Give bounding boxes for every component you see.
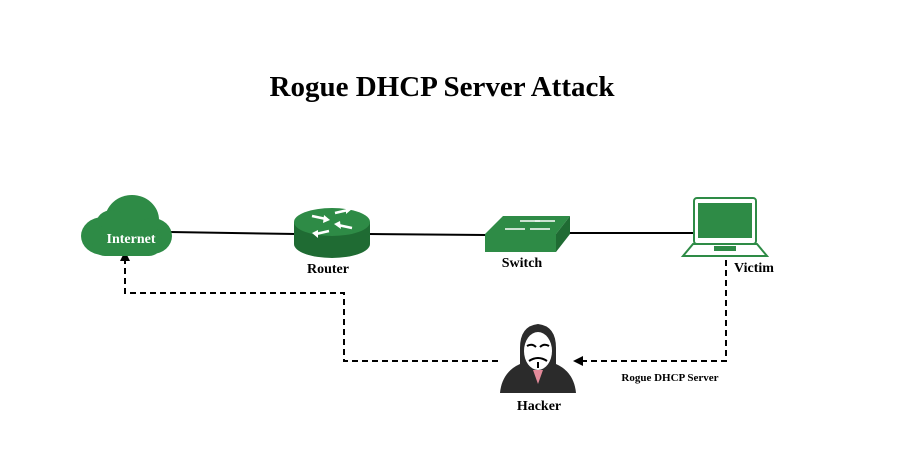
node-label-switch: Switch <box>502 256 543 271</box>
node-label-internet: Internet <box>107 232 156 247</box>
node-router: Router <box>294 206 370 277</box>
hacker-icon <box>500 324 576 393</box>
node-label-victim: Victim <box>734 261 774 276</box>
router-icon <box>294 206 370 258</box>
node-hacker: Hacker <box>500 324 576 414</box>
edge-victim-hacker <box>573 260 727 366</box>
cloud-icon <box>81 195 172 256</box>
laptop-icon <box>680 197 770 257</box>
node-label-hacker: Hacker <box>517 399 561 414</box>
node-internet: Internet <box>81 195 172 256</box>
edge-router-switch <box>367 233 487 236</box>
node-switch: Switch <box>485 216 570 271</box>
node-label-router: Router <box>307 262 349 277</box>
switch-icon <box>485 216 570 252</box>
edge-label-rogue-dhcp: Rogue DHCP Server <box>621 372 718 384</box>
diagram-title: Rogue DHCP Server Attack <box>270 71 616 103</box>
edge-internet-router <box>169 231 297 235</box>
node-victim: Victim <box>680 197 774 276</box>
edge-hacker-internet <box>120 251 498 362</box>
